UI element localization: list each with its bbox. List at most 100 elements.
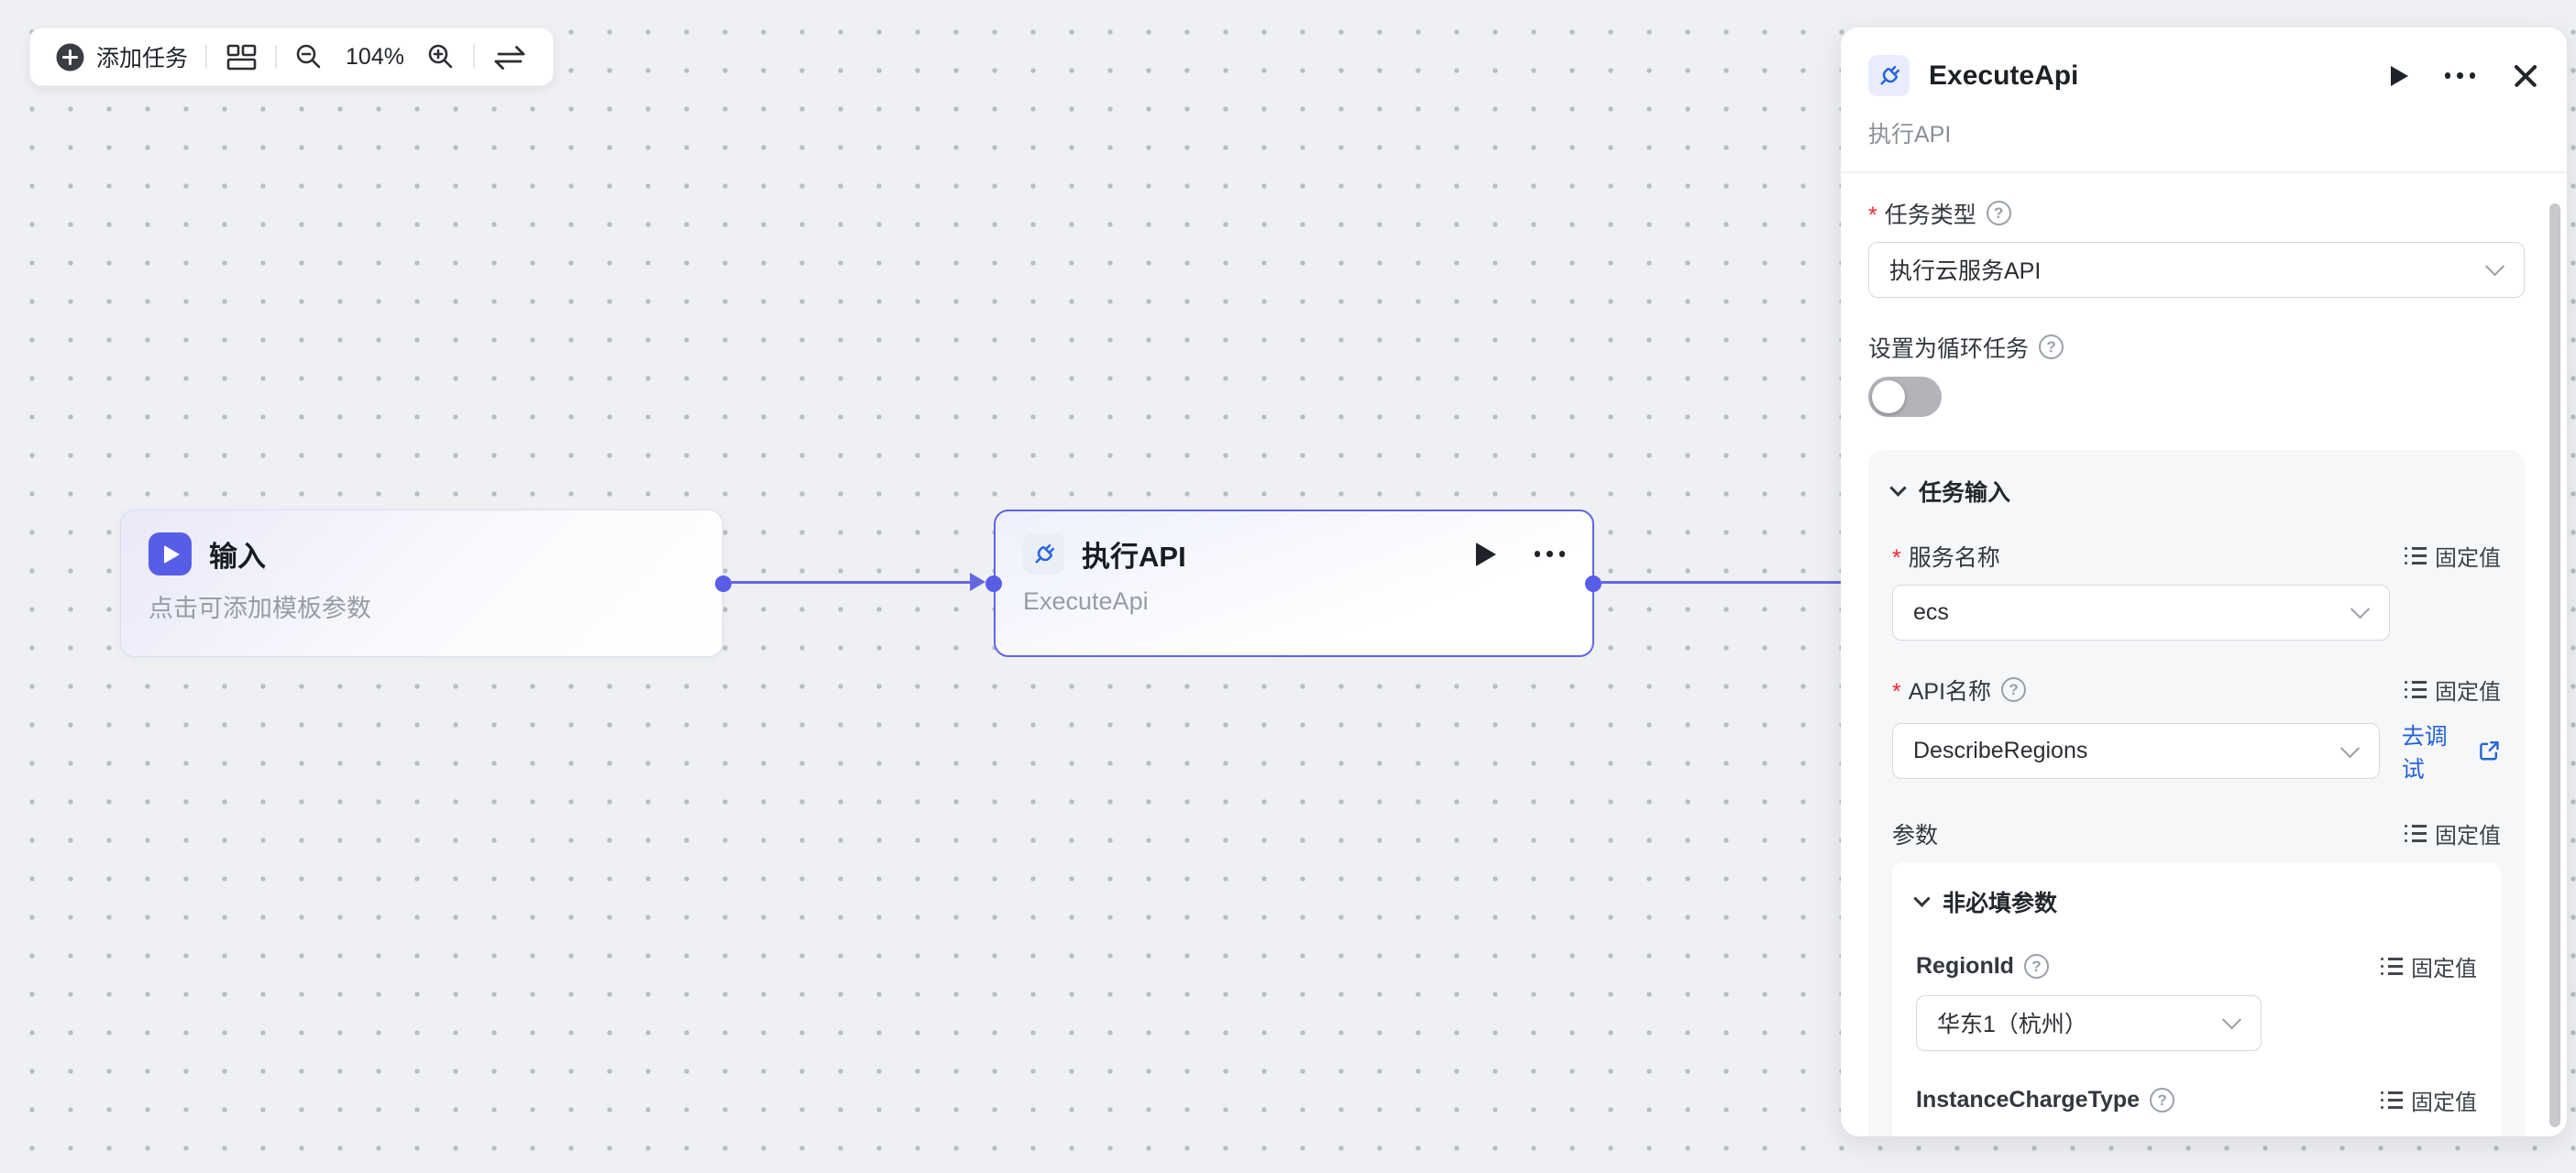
auto-layout-button[interactable] [225, 40, 258, 73]
params-label-row: 参数 固定值 [1892, 817, 2501, 850]
toolbar-divider [205, 45, 208, 69]
zoom-in-icon [428, 44, 453, 69]
play-icon [164, 544, 180, 564]
chevron-down-icon [2484, 257, 2505, 277]
regionid-mode-switcher[interactable]: 固定值 [2380, 950, 2477, 982]
chevron-down-icon [2221, 1010, 2242, 1030]
zoom-out-icon [296, 44, 321, 69]
task-type-select[interactable]: 执行云服务API [1868, 241, 2525, 298]
toolbar-divider [473, 45, 476, 69]
node-title: 输入 [209, 541, 266, 573]
output-port[interactable] [715, 575, 732, 592]
fixed-value-icon [2404, 546, 2427, 565]
api-name-label: API名称 [1908, 678, 1992, 705]
task-type-value: 执行云服务API [1889, 258, 2042, 284]
zoom-level: 104% [346, 43, 404, 70]
plus-circle-icon [56, 43, 84, 71]
api-plug-icon [1879, 65, 1899, 85]
panel-subtitle: 执行API [1868, 122, 1952, 148]
close-icon[interactable] [2512, 62, 2539, 90]
toolbar-divider [275, 45, 278, 69]
api-name-mode-switcher[interactable]: 固定值 [2404, 674, 2501, 706]
loop-task-toggle[interactable] [1868, 376, 1942, 417]
debug-link-label: 去调试 [2401, 723, 2448, 783]
api-plug-icon [1034, 543, 1054, 564]
node-title: 执行API [1082, 541, 1186, 573]
zoom-out-button[interactable] [294, 42, 324, 71]
panel-header: ExecuteApi [1841, 27, 2567, 96]
loop-task-label-row: 设置为循环任务 ? [1868, 333, 2525, 362]
fixed-value-label: 固定值 [2435, 546, 2501, 571]
chevron-down-icon [2339, 738, 2360, 758]
toggle-knob [1872, 379, 1905, 413]
service-name-value: ecs [1913, 598, 1949, 625]
input-port[interactable] [985, 575, 1002, 592]
debug-api-link[interactable]: 去调试 [2402, 718, 2501, 784]
run-task-button[interactable] [2390, 65, 2408, 86]
params-mode-switcher[interactable]: 固定值 [2404, 817, 2501, 850]
task-input-section-title: 任务输入 [1919, 479, 2011, 506]
optional-params-header[interactable]: 非必填参数 [1913, 886, 2477, 917]
panel-title: ExecuteApi [1929, 60, 2079, 91]
required-marker: * [1892, 679, 1901, 705]
external-link-icon [2479, 740, 2499, 761]
layout-icon [226, 44, 257, 71]
node-subtitle: ExecuteApi [1023, 587, 1149, 615]
fixed-value-icon [2404, 680, 2427, 699]
help-icon[interactable]: ? [2150, 1088, 2175, 1113]
node-properties-panel: ExecuteApi 执行API * 任务类型 ? 执行云服务API 设置为循环… [1841, 27, 2567, 1136]
regionid-value: 华东1（杭州） [1937, 1012, 2087, 1037]
regionid-label-row: RegionId ? 固定值 [1916, 952, 2477, 981]
edge-input-to-executeapi[interactable] [731, 581, 973, 584]
run-node-button[interactable] [1475, 542, 1496, 566]
fixed-value-icon [2380, 957, 2403, 976]
add-task-button[interactable]: 添加任务 [56, 40, 188, 73]
service-name-select[interactable]: ecs [1892, 584, 2390, 641]
swap-arrows-icon [494, 46, 525, 70]
fixed-value-label: 固定值 [2435, 824, 2501, 849]
node-subtitle[interactable]: 点击可添加模板参数 [149, 595, 371, 622]
api-node-icon [1023, 533, 1064, 575]
fixed-value-label: 固定值 [2411, 1091, 2477, 1115]
loop-task-label: 设置为循环任务 [1868, 335, 2030, 362]
chevron-down-icon [1913, 890, 1931, 907]
panel-divider [1841, 171, 2567, 173]
params-label: 参数 [1892, 822, 1939, 849]
node-executeapi[interactable]: 执行API ExecuteApi [985, 510, 1602, 657]
zoom-in-button[interactable] [426, 42, 456, 71]
instance-charge-type-label: InstanceChargeType [1916, 1087, 2141, 1113]
task-input-section: 任务输入 * 服务名称 固定值 e [1868, 449, 2525, 1136]
service-name-label-row: * 服务名称 固定值 [1892, 540, 2501, 572]
help-icon[interactable]: ? [2001, 677, 2027, 702]
task-input-section-header[interactable]: 任务输入 [1889, 476, 2501, 507]
help-icon[interactable]: ? [2023, 954, 2049, 979]
api-name-select[interactable]: DescribeRegions [1892, 723, 2380, 779]
fixed-value-label: 固定值 [2435, 680, 2501, 705]
panel-api-icon [1868, 55, 1910, 96]
panel-scrollbar[interactable] [2549, 203, 2560, 1127]
instance-charge-type-mode-switcher[interactable]: 固定值 [2380, 1084, 2477, 1116]
swap-direction-button[interactable] [492, 40, 527, 73]
chevron-down-icon [1889, 479, 1907, 497]
required-marker: * [1892, 545, 1901, 571]
api-name-label-row: * API名称 ? 固定值 [1892, 675, 2501, 705]
panel-more-button[interactable] [2444, 72, 2475, 79]
task-type-label: 任务类型 [1884, 202, 1976, 228]
fixed-value-label: 固定值 [2411, 957, 2477, 981]
edge-executeapi-out[interactable] [1602, 581, 1844, 584]
panel-body: * 任务类型 ? 执行云服务API 设置为循环任务 ? 任务输入 [1841, 199, 2567, 1136]
help-icon[interactable]: ? [2039, 334, 2064, 359]
input-node-icon [149, 532, 192, 576]
output-port[interactable] [1585, 575, 1602, 592]
service-name-label: 服务名称 [1908, 544, 2000, 571]
node-input[interactable]: 输入 点击可添加模板参数 [120, 510, 732, 657]
node-more-button[interactable] [1534, 551, 1565, 557]
optional-params-title: 非必填参数 [1943, 890, 2058, 916]
help-icon[interactable]: ? [1986, 201, 2011, 225]
api-name-value: DescribeRegions [1913, 738, 2088, 763]
regionid-select[interactable]: 华东1（杭州） [1916, 994, 2262, 1051]
service-name-mode-switcher[interactable]: 固定值 [2404, 540, 2501, 572]
add-task-label: 添加任务 [96, 46, 189, 71]
canvas-toolbar: 添加任务 104% [29, 27, 555, 86]
edge-arrowhead-icon [970, 573, 985, 591]
